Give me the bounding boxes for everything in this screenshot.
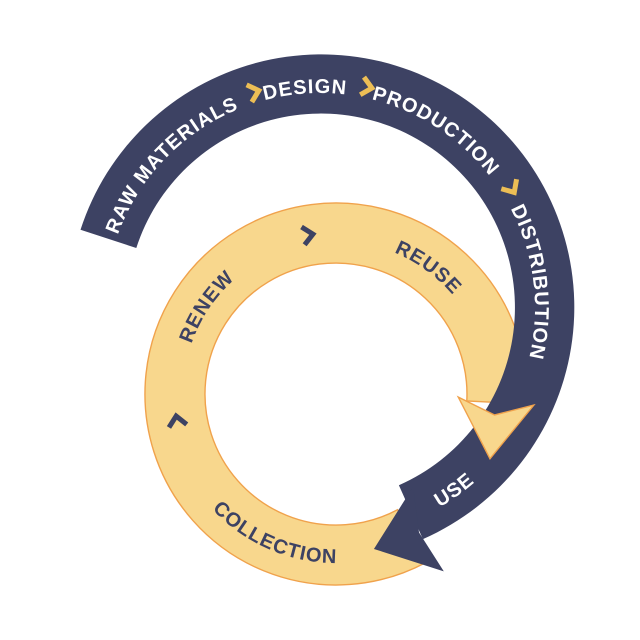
chevron-right-icon [245,82,263,104]
inner-loop-arrowhead-icon [456,395,536,461]
chevron-right-icon [358,75,376,97]
chevron-icon [300,224,317,247]
chevron-icon [166,412,189,429]
outer-loop-arrowhead-icon [373,486,444,572]
chevron-right-icon [500,178,520,196]
inner-loop-band [144,202,528,586]
